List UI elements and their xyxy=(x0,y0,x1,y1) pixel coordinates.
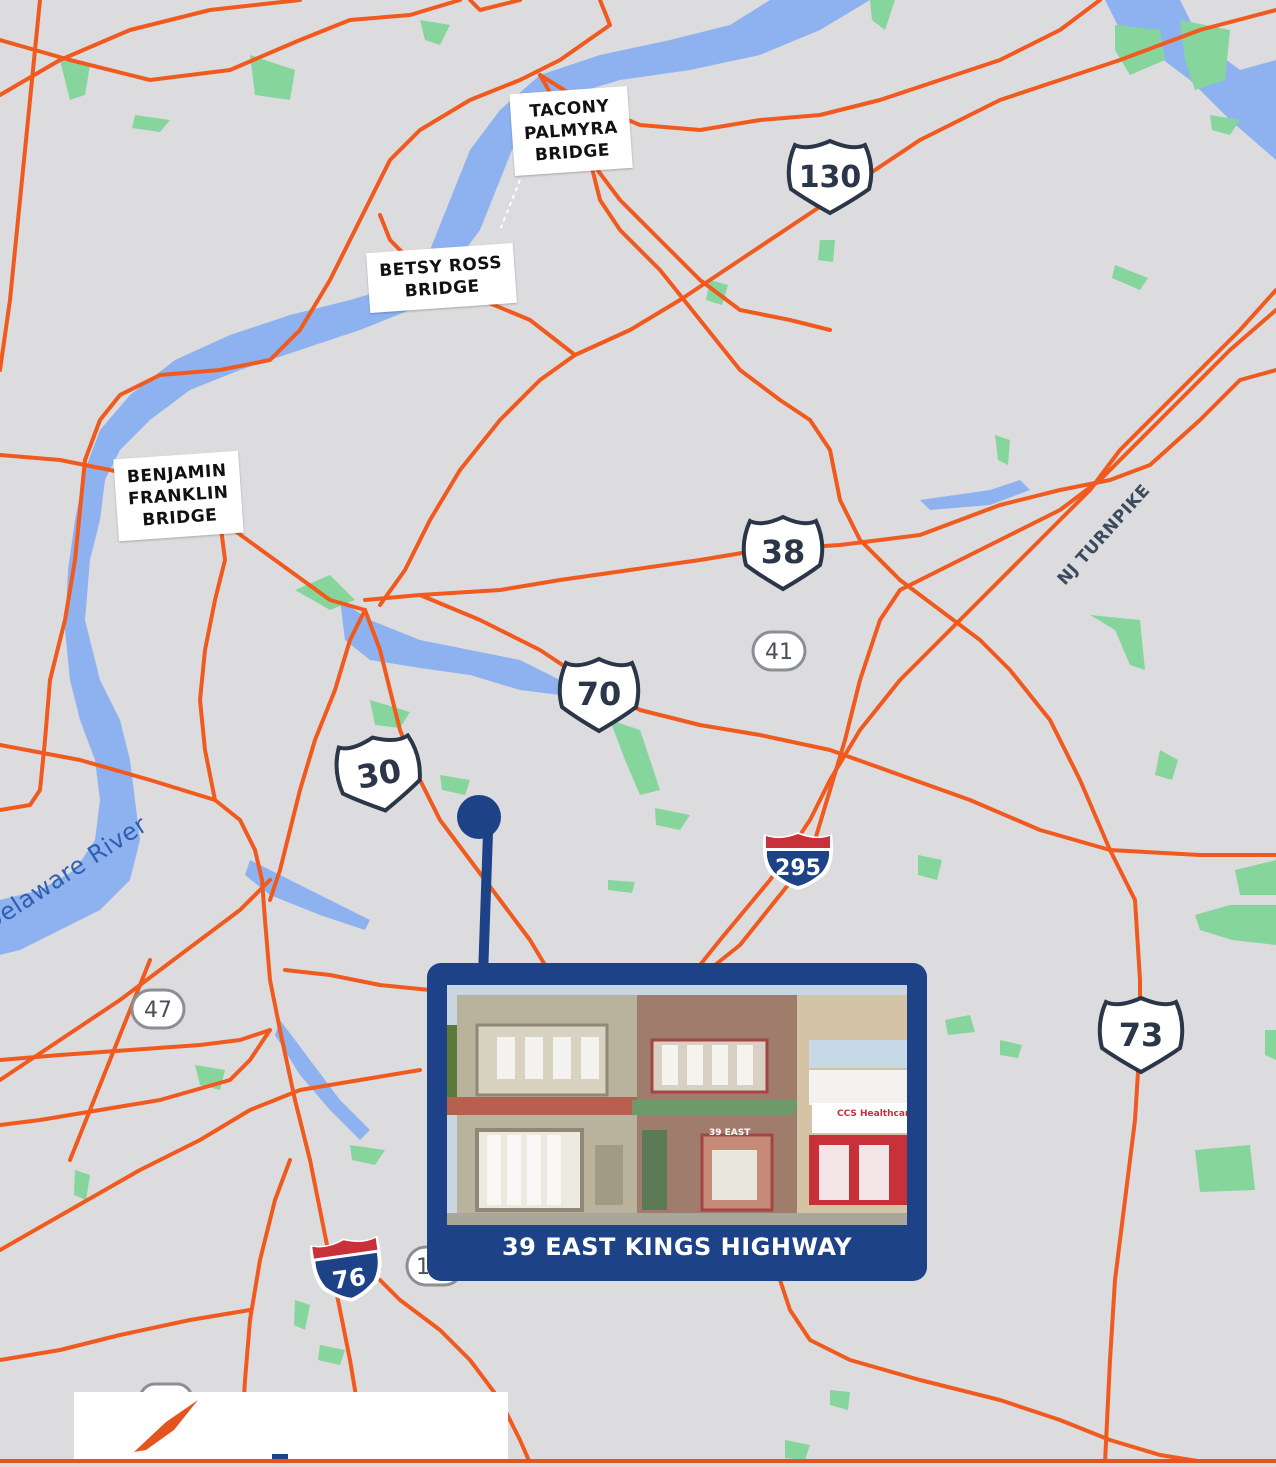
us-route-38-number: 38 xyxy=(761,533,806,571)
location-pin-icon[interactable] xyxy=(457,795,501,839)
photo-sign-text: CCS Healthcare xyxy=(837,1109,907,1119)
bridge-crossings xyxy=(499,179,521,231)
bridge-label-benjamin-franklin: BENJAMIN FRANKLIN BRIDGE xyxy=(113,450,244,542)
interstate-295-shield: 295 xyxy=(760,830,836,892)
bridge-label-tacony-palmyra: TACONY PALMYRA BRIDGE xyxy=(509,85,633,177)
interstate-76-number: 76 xyxy=(331,1263,368,1295)
us-route-73-shield: 73 xyxy=(1096,994,1186,1076)
state-route-47-shield: 47 xyxy=(130,988,186,1030)
us-route-73-number: 73 xyxy=(1119,1016,1164,1054)
interstate-76-shield: 76 xyxy=(305,1231,390,1311)
photo-door-text: 39 EAST xyxy=(709,1128,751,1138)
bottom-accent-line xyxy=(0,1459,1276,1463)
brand-logo xyxy=(74,1392,508,1463)
us-route-130-shield: 130 xyxy=(785,137,875,217)
us-route-70-number: 70 xyxy=(577,675,622,713)
property-address-title: 39 EAST KINGS HIGHWAY xyxy=(501,1233,853,1261)
interstate-295-number: 295 xyxy=(775,856,821,881)
us-route-130-number: 130 xyxy=(799,160,862,195)
bridge-label-betsy-ross: BETSY ROSS BRIDGE xyxy=(366,242,517,314)
us-route-38-shield: 38 xyxy=(740,513,826,593)
property-photo: 39 EAST CCS Healthcare xyxy=(447,985,907,1225)
state-route-partial-number: 1 xyxy=(416,1255,430,1280)
state-route-41-number: 41 xyxy=(765,640,793,665)
us-route-30-number: 30 xyxy=(354,751,404,796)
state-route-47-number: 47 xyxy=(144,998,172,1023)
property-card[interactable]: 39 EAST CCS Healthcare 39 EAST KINGS HIG… xyxy=(427,963,927,1281)
logo-swoosh-icon xyxy=(134,1400,198,1452)
us-route-30-shield: 30 xyxy=(328,726,431,822)
us-route-70-shield: 70 xyxy=(556,655,642,735)
state-route-41-shield: 41 xyxy=(751,630,807,672)
